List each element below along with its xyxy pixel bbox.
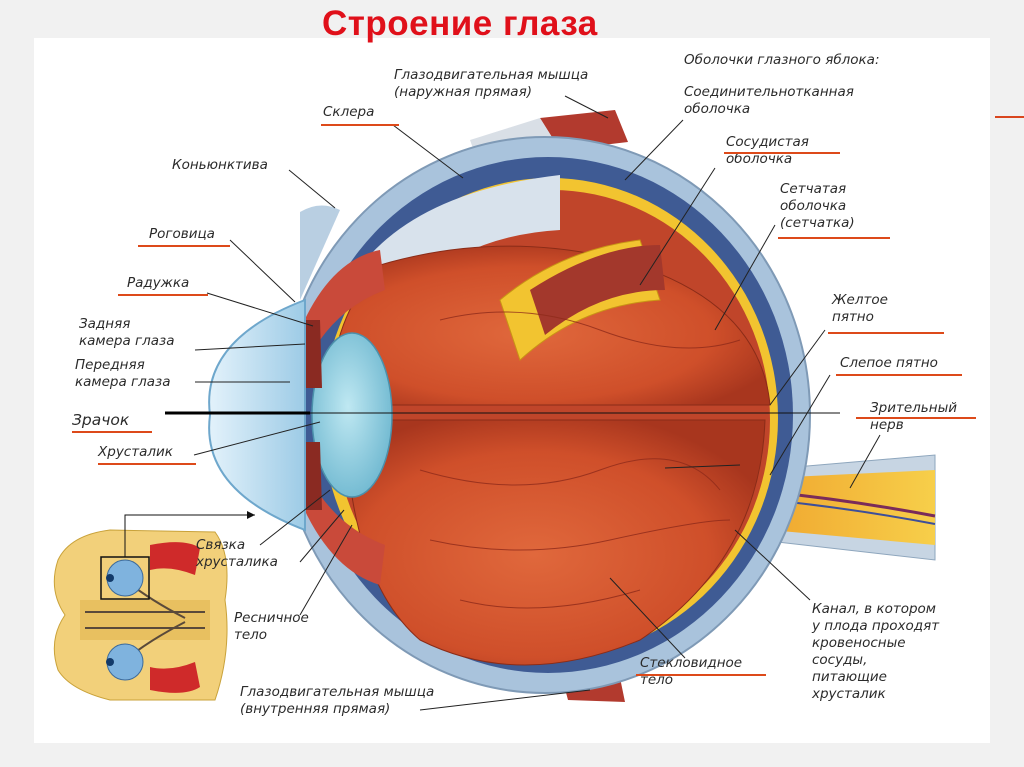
underline-lens xyxy=(98,463,196,465)
underline-yellow-spot xyxy=(828,332,944,334)
underline-sclera xyxy=(321,124,399,126)
cornea xyxy=(209,300,305,530)
lens xyxy=(312,333,392,497)
label-yellow-spot: Желтое пятно xyxy=(832,292,888,326)
label-retina: Сетчатая оболочка (сетчатка) xyxy=(780,181,855,232)
underline-retina xyxy=(778,237,890,239)
label-eyeball-coats-heading: Оболочки глазного яблока: xyxy=(684,52,880,69)
underline-iris xyxy=(118,294,208,296)
underline-optic-nerve xyxy=(856,417,976,419)
underline-blind-spot xyxy=(836,374,962,376)
underline-cornea xyxy=(138,245,230,247)
label-choroid: Сосудистая оболочка xyxy=(726,134,809,168)
label-oculomotor-inner: Глазодвигательная мышца (внутренняя прям… xyxy=(240,684,434,718)
label-conjunctiva: Коньюнктива xyxy=(172,157,268,174)
label-connective-coat: Соединительнотканная оболочка xyxy=(684,84,854,118)
label-blind-spot: Слепое пятно xyxy=(840,355,938,372)
label-lens-ligament: Связка хрусталика xyxy=(196,537,278,571)
label-anterior-chamber: Передняя камера глаза xyxy=(75,357,171,391)
underline-vitreous-body xyxy=(636,674,766,676)
label-pupil: Зрачок xyxy=(72,412,129,429)
label-iris: Радужка xyxy=(127,275,189,292)
label-fetal-canal: Канал, в котором у плода проходят кровен… xyxy=(812,601,939,703)
label-oculomotor-outer: Глазодвигательная мышца (наружная прямая… xyxy=(394,67,588,101)
label-sclera: Склера xyxy=(323,104,374,121)
label-posterior-chamber: Задняя камера глаза xyxy=(79,316,175,350)
iris-top xyxy=(305,320,322,388)
label-cornea: Роговица xyxy=(149,226,215,243)
label-ciliary-body: Ресничное тело xyxy=(234,610,309,644)
label-lens: Хрусталик xyxy=(98,444,173,461)
iris-bottom xyxy=(305,442,322,510)
label-vitreous-body: Стекловидное тело xyxy=(640,655,742,689)
underline-choroid xyxy=(724,152,840,154)
underline-pupil xyxy=(72,431,152,433)
